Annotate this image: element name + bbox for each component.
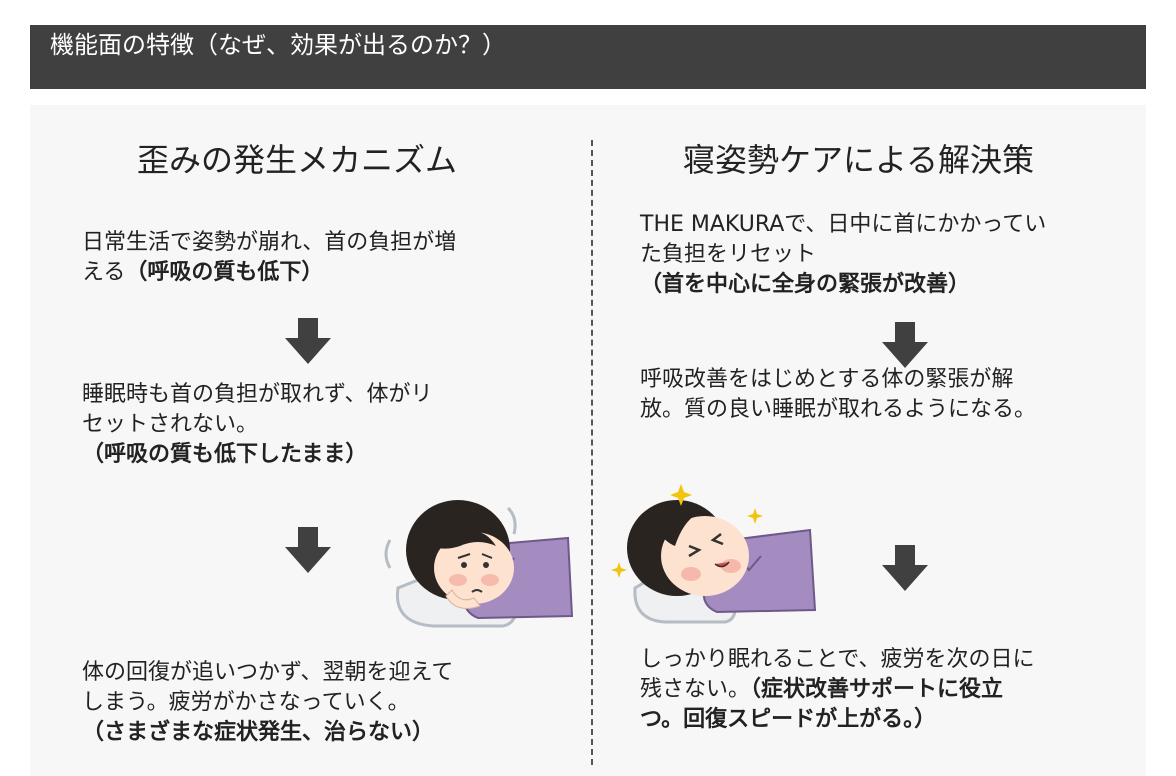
left-step-1: 日常生活で姿勢が崩れ、首の負担が増 える（呼吸の質も低下） [82,228,456,288]
left-step-3-emphasis: （さまざまな症状発生、治らない） [82,720,435,745]
down-arrow-icon [285,318,331,364]
restful-sleeper-illustration [611,484,817,624]
header-bar [30,25,1146,89]
right-step-3-emphasis-1: （症状改善サポートに役立 [750,677,1004,702]
left-step-1-line-2: える [82,260,126,285]
left-step-3-line-2: しまう。疲労がかさなっていく。 [82,690,410,715]
left-step-3-line-1: 体の回復が追いつかず、翌朝を迎えて [82,660,454,685]
right-step-3-line-2: 残さない。 [640,677,751,702]
left-step-2: 睡眠時も首の負担が取れず、体がリ セットされない。 （呼吸の質も低下したまま） [82,380,432,470]
right-step-1: THE MAKURAで、日中に首にかかってい た負担をリセット （首を中心に全身… [640,210,1046,300]
left-step-1-emphasis: （呼吸の質も低下） [125,260,324,285]
column-divider [591,140,593,765]
left-step-2-emphasis: （呼吸の質も低下したまま） [82,442,368,467]
right-step-1-line-2: た負担をリセット [640,242,817,267]
left-step-3: 体の回復が追いつかず、翌朝を迎えて しまう。疲労がかさなっていく。 （さまざまな… [82,658,453,748]
right-step-2-line-1: 呼吸改善をはじめとする体の緊張が解 [640,367,1014,392]
left-step-2-line-1: 睡眠時も首の負担が取れず、体がリ [82,382,433,407]
down-arrow-icon [882,545,928,591]
tired-sleeper-illustration [384,500,574,628]
down-arrow-icon [285,527,331,573]
right-step-2: 呼吸改善をはじめとする体の緊張が解 放。質の良い睡眠が取れるようになる。 [640,365,1036,425]
down-arrow-icon [882,322,928,368]
right-step-1-emphasis: （首を中心に全身の緊張が改善） [640,272,971,297]
right-step-1-line-1: THE MAKURAで、日中に首にかかってい [640,212,1047,237]
left-column-title: 歪みの発生メカニズム [137,141,458,179]
right-step-3-emphasis-2: つ。回復スピードが上がる。） [640,707,937,732]
content-panel [30,105,1146,776]
right-step-2-line-2: 放。質の良い睡眠が取れるようになる。 [640,397,1037,422]
left-step-1-line-1: 日常生活で姿勢が崩れ、首の負担が増 [82,230,457,255]
right-step-3: しっかり眠れることで、疲労を次の日に 残さない。（症状改善サポートに役立 つ。回… [640,645,1034,735]
left-step-2-line-2: セットされない。 [82,412,259,437]
right-column-title: 寝姿勢ケアによる解決策 [683,141,1035,179]
page-title: 機能面の特徴（なぜ、効果が出るのか？） [50,31,506,59]
right-step-3-line-1: しっかり眠れることで、疲労を次の日に [640,647,1035,672]
